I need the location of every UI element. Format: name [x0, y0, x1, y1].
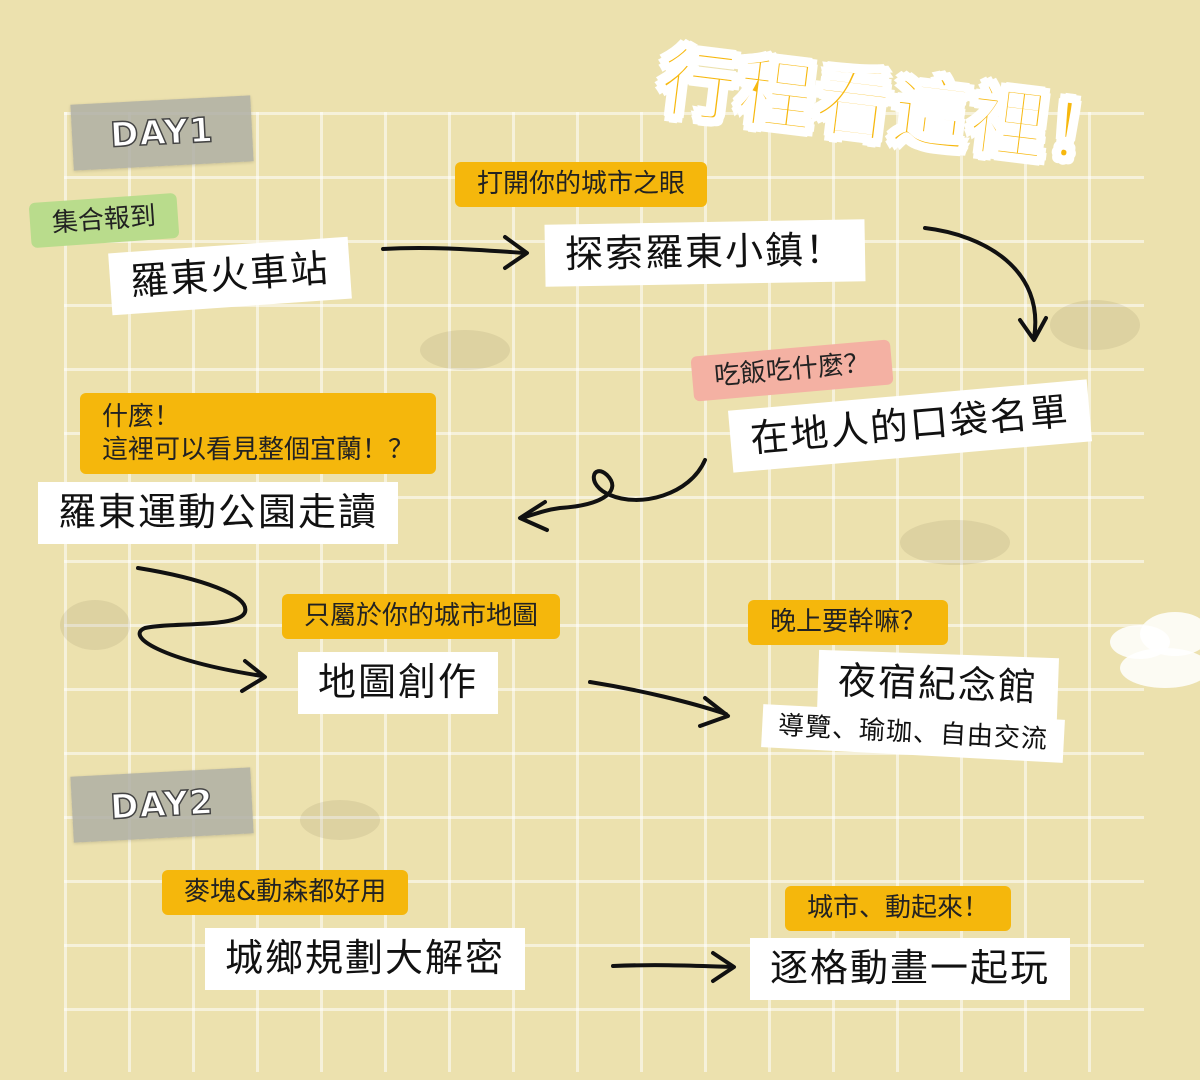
animation-name: 逐格動畫一起玩 [750, 938, 1071, 1000]
park-tag-line2: 這裡可以看見整個宜蘭！？ [102, 434, 415, 465]
animation-tag: 城市、動起來！ [785, 886, 1012, 931]
planning-name: 城鄉規劃大解密 [205, 928, 526, 990]
planning-tag: 麥塊&動森都好用 [162, 870, 409, 915]
map-tag: 只屬於你的城市地圖 [282, 594, 561, 639]
night-tag: 晚上要幹嘛？ [748, 600, 949, 645]
arrow-planning-to-animation [611, 951, 736, 983]
park-tag: 什麼！ 這裡可以看見整個宜蘭！？ [80, 393, 437, 474]
texture-speck [60, 600, 130, 650]
map-name: 地圖創作 [298, 652, 499, 714]
park-tag-line1: 什麼！ [102, 402, 181, 432]
arrow-map-to-night [588, 680, 730, 728]
texture-speck [1050, 300, 1140, 350]
arrow-food-to-park [518, 458, 707, 532]
texture-speck [420, 330, 510, 370]
arrow-explore-to-food [923, 226, 1048, 342]
texture-speck [900, 520, 1010, 565]
arrow-park-to-map [136, 566, 267, 693]
explore-tag: 打開你的城市之眼 [455, 162, 708, 207]
cloud-decoration [1120, 648, 1200, 688]
texture-speck [300, 800, 380, 840]
arrow-station-to-explore [381, 235, 529, 270]
park-name: 羅東運動公園走讀 [38, 482, 399, 544]
